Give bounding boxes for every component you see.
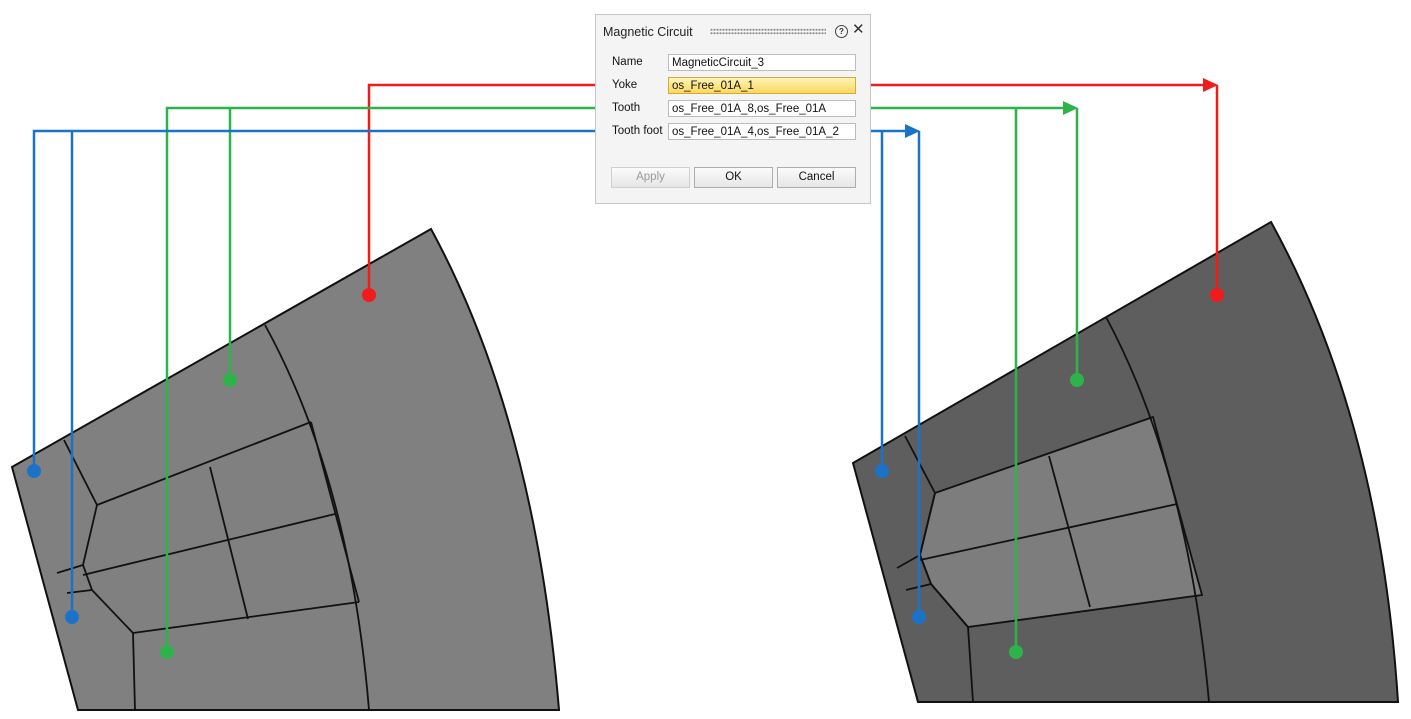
tooth-label: Tooth (612, 102, 641, 114)
yoke-field[interactable]: os_Free_01A_1 (668, 77, 856, 94)
right-stator-sector (851, 220, 1400, 703)
name-field[interactable]: MagneticCircuit_3 (668, 54, 856, 71)
left-stator-sector (10, 227, 561, 711)
apply-button[interactable]: Apply (611, 167, 690, 188)
tooth-arrow-right-icon (1063, 101, 1078, 115)
right-mesh-edges (896, 316, 1210, 703)
tooth-foot-field[interactable]: os_Free_01A_4,os_Free_01A_2 (668, 123, 856, 140)
tooth-foot-arrow-right-icon (905, 124, 920, 138)
left-mesh-edges (56, 324, 370, 711)
tooth-marker-right-outer[interactable] (1070, 373, 1084, 387)
tooth-foot-marker-left-inner[interactable] (65, 610, 79, 624)
yoke-marker-left[interactable] (362, 288, 376, 302)
tooth-marker-left-outer[interactable] (223, 373, 237, 387)
magnetic-circuit-dialog: Magnetic Circuit ? ✕ Name MagneticCircui… (595, 14, 871, 204)
tooth-foot-marker-right-outer[interactable] (875, 464, 889, 478)
dialog-title: Magnetic Circuit (603, 25, 693, 39)
close-icon[interactable]: ✕ (852, 21, 865, 38)
tooth-foot-marker-right-inner[interactable] (912, 610, 926, 624)
yoke-label: Yoke (612, 79, 638, 91)
cancel-button[interactable]: Cancel (777, 167, 856, 188)
yoke-connector-lines (367, 83, 1219, 295)
left-sector-region[interactable] (10, 227, 561, 711)
ok-button[interactable]: OK (694, 167, 773, 188)
name-label: Name (612, 56, 643, 68)
yoke-arrow-right-icon (1203, 78, 1218, 92)
tooth-marker-left-inner[interactable] (160, 645, 174, 659)
tooth-marker-right-inner[interactable] (1009, 645, 1023, 659)
help-icon[interactable]: ? (835, 25, 848, 38)
tooth-foot-marker-left-outer[interactable] (27, 464, 41, 478)
tooth-foot-connector-lines (32, 129, 921, 617)
tooth-connector-lines (165, 106, 1079, 652)
drag-handle-grip[interactable] (710, 28, 826, 35)
tooth-foot-label: Tooth foot (612, 125, 663, 137)
tooth-field[interactable]: os_Free_01A_8,os_Free_01A (668, 100, 856, 117)
yoke-marker-right[interactable] (1210, 288, 1224, 302)
